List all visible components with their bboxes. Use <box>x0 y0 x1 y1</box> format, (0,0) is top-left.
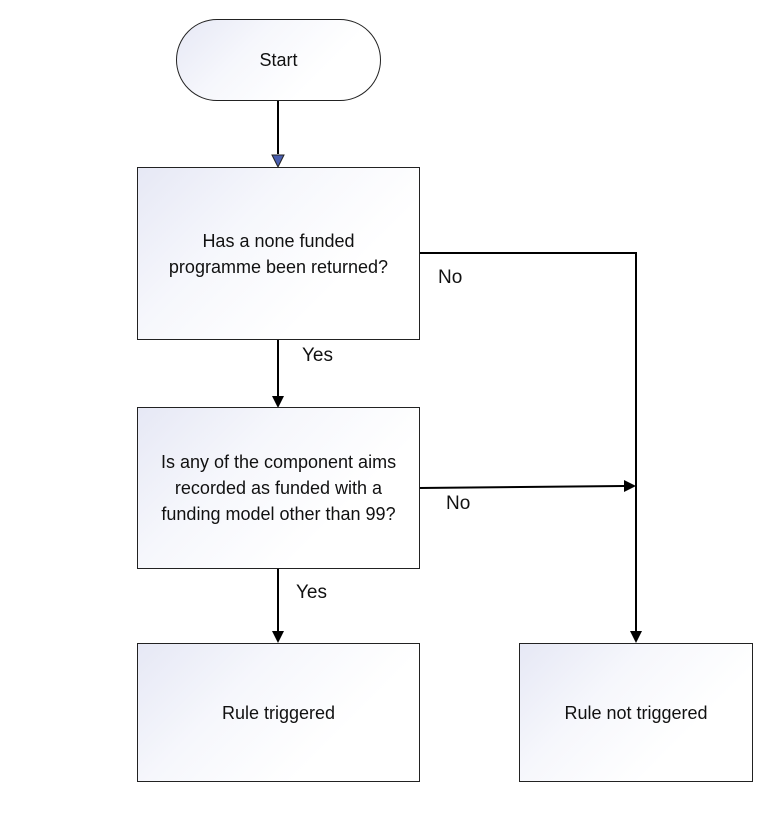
start-label: Start <box>259 50 298 70</box>
decision-2-label: Is any of the component aims recorded as… <box>160 452 397 524</box>
q2-no-arrowhead <box>624 480 636 492</box>
rule-not-triggered-label: Rule not triggered <box>564 702 708 723</box>
q1-no-arrowhead <box>630 631 642 643</box>
edge-label-q2-no: No <box>446 493 471 514</box>
edge-label-q1-no: No <box>438 267 463 288</box>
decision-component-aims-funding-model: Is any of the component aims recorded as… <box>137 407 420 569</box>
edge-label-q2-yes: Yes <box>296 582 327 603</box>
rule-triggered-label: Rule triggered <box>221 702 336 723</box>
start-node: Start <box>176 19 381 101</box>
outcome-rule-not-triggered: Rule not triggered <box>519 643 753 782</box>
decision-none-funded-programme: Has a none funded programme been returne… <box>137 167 420 340</box>
q1-yes-arrowhead <box>272 396 284 408</box>
q2-yes-arrowhead <box>272 631 284 643</box>
start-arrowhead <box>271 154 285 169</box>
outcome-rule-triggered: Rule triggered <box>137 643 420 782</box>
edge-q2-no <box>418 485 625 489</box>
edge-q1-no <box>419 252 637 632</box>
edge-label-q1-yes: Yes <box>302 345 333 366</box>
decision-1-label: Has a none funded programme been returne… <box>168 230 389 277</box>
